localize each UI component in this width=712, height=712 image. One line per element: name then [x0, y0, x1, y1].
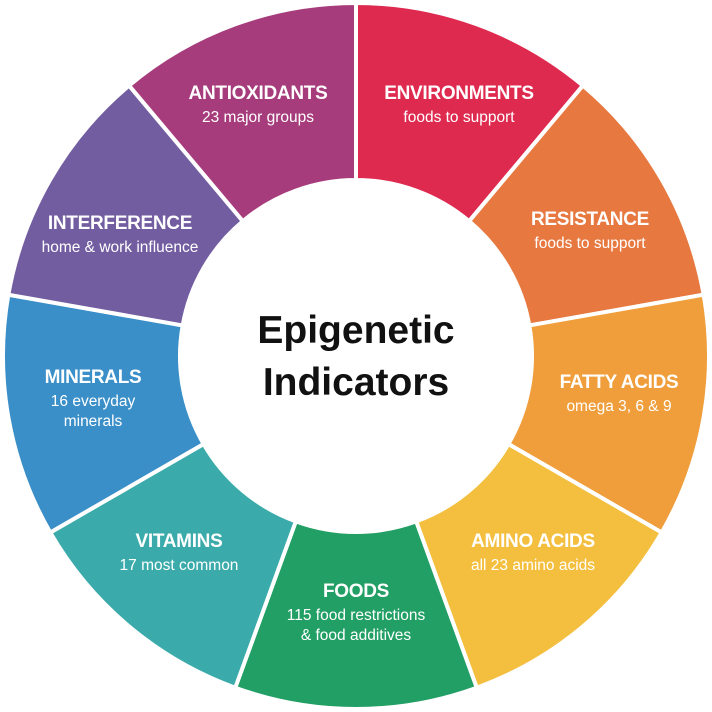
- segment-title: MINERALS: [44, 367, 142, 388]
- segment-subtitle-line: home & work influence: [41, 239, 199, 256]
- segment-label: FOODS 115 food restrictions & food additiv…: [287, 582, 425, 646]
- segment-subtitle-line: 17 most common: [119, 557, 239, 574]
- segment-subtitle-line: foods to support: [403, 109, 515, 126]
- segment-subtitle-line: 23 major groups: [201, 109, 314, 126]
- center-circle: [181, 181, 531, 531]
- center-title-line2: Indicators: [262, 361, 450, 404]
- segment-title: VITAMINS: [135, 531, 223, 552]
- segment-title: INTERFERENCE: [47, 213, 193, 234]
- segment-title: FOODS: [322, 581, 390, 602]
- segment-label: MINERALS 16 everyday minerals: [45, 368, 142, 432]
- segment-label: VITAMINS 17 most common: [120, 532, 239, 576]
- segment-subtitle-line: omega 3, 6 & 9: [566, 398, 672, 415]
- segment-label: AMINO ACIDS all 23 amino acids: [471, 532, 595, 576]
- segment-antioxidants: [126, 0, 358, 224]
- segment-subtitle-line: all 23 amino acids: [470, 557, 596, 574]
- segment-subtitle: omega 3, 6 & 9: [560, 397, 679, 417]
- segment-label: FATTY ACIDS omega 3, 6 & 9: [560, 373, 679, 417]
- segment-subtitle: 16 everyday minerals: [45, 392, 142, 432]
- segment-subtitle: foods to support: [531, 234, 649, 254]
- segment-label: INTERFERENCE home & work influence: [42, 214, 199, 258]
- segment-subtitle: all 23 amino acids: [471, 556, 595, 576]
- segment-subtitle-line: 115 food restrictions: [286, 607, 426, 624]
- segment-label: ANTIOXIDANTS 23 major groups: [189, 84, 328, 128]
- segment-title: RESISTANCE: [530, 209, 650, 230]
- segment-subtitle: 23 major groups: [189, 108, 328, 128]
- segment-subtitle-line: 16 everyday: [50, 393, 136, 410]
- segment-title: ENVIRONMENTS: [384, 83, 534, 104]
- segment-title: AMINO ACIDS: [471, 531, 595, 552]
- segment-title: ANTIOXIDANTS: [188, 83, 328, 104]
- segment-subtitle-line: minerals: [63, 413, 123, 430]
- center-title-line1: Epigenetic: [257, 309, 455, 352]
- segment-label: ENVIRONMENTS foods to support: [384, 83, 534, 128]
- segment-title: FATTY ACIDS: [559, 372, 679, 393]
- segment-subtitle: 17 most common: [120, 556, 239, 576]
- segment-subtitle: foods to support: [384, 108, 533, 128]
- segment-subtitle: 115 food restrictions & food additives: [287, 606, 425, 646]
- center-title: Epigenetic Indicators: [257, 305, 454, 409]
- segment-subtitle-line: foods to support: [534, 235, 646, 252]
- segment-subtitle: home & work influence: [42, 238, 199, 258]
- segment-subtitle-line: & food additives: [300, 627, 412, 644]
- segment-label: RESISTANCE foods to support: [531, 210, 649, 254]
